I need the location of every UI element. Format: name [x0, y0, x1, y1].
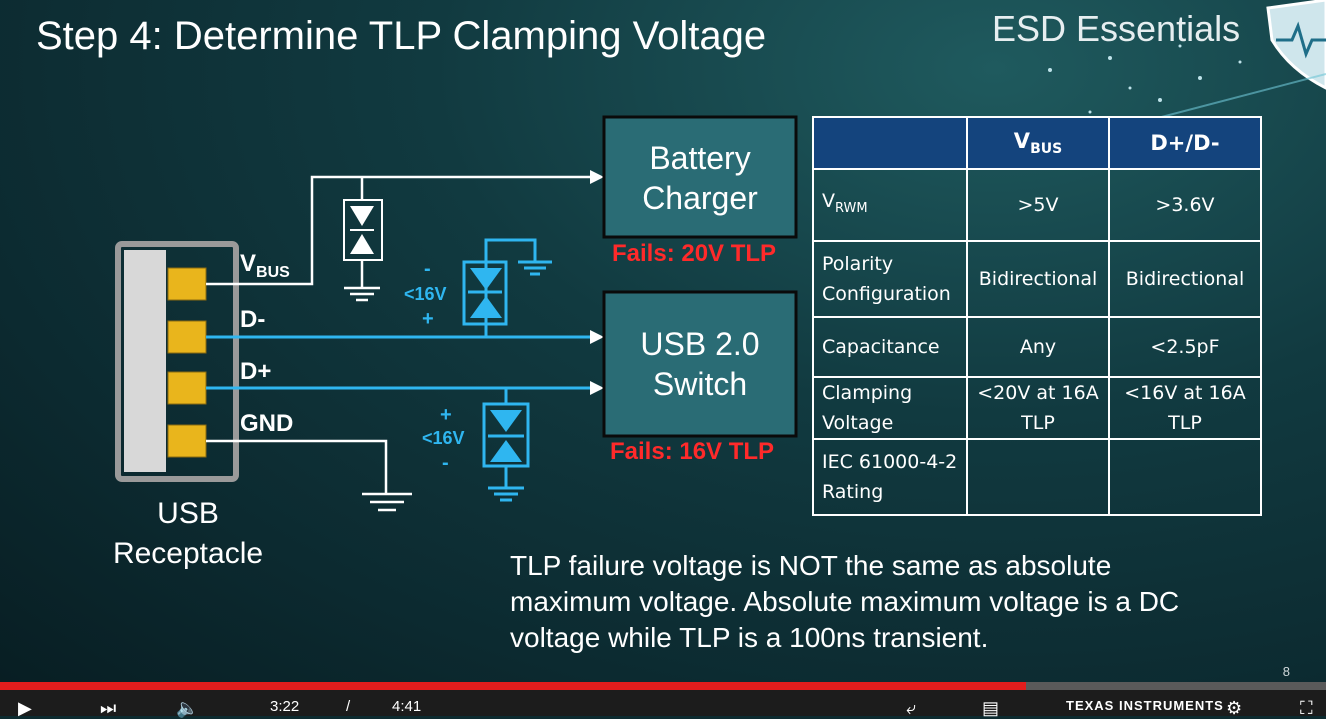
vbus-iec-cell [966, 438, 1110, 516]
next-icon[interactable]: ⏭ [100, 698, 117, 718]
usb-receptacle-label: USB Receptacle [112, 497, 264, 570]
battery-charger-block [602, 115, 798, 239]
pin-vbus [167, 267, 207, 301]
pin-dplus [167, 371, 207, 405]
brand-title: ESD Essentials [992, 8, 1241, 49]
vbus-line [206, 175, 600, 286]
data-polarity-cell: Bidirectional [1108, 240, 1262, 318]
header-vbus-cell: VBUS [966, 116, 1110, 170]
tvs2-plus-label: + [440, 404, 452, 426]
usb-switch-label: USB 2.0 Switch [640, 326, 760, 402]
vbus-ground-icon [344, 286, 380, 302]
switch-fail-label: Fails: 16V TLP [610, 438, 775, 465]
usb-switch-block [602, 290, 798, 438]
vbus-polarity-cell: Bidirectional [966, 240, 1110, 318]
slide-number: 8 [1282, 664, 1290, 679]
video-player-controls: ▶ ⏭ 🔈 3:22 / 4:41 ⤶ ▤ TEXAS INSTRUMENTS … [0, 682, 1326, 718]
duration: 4:41 [392, 698, 422, 715]
circuit-diagram [115, 0, 1326, 512]
play-icon[interactable]: ▶ [18, 698, 32, 718]
table-row: Capacitance Any <2.5pF [812, 316, 1262, 378]
pin-dminus-label: D- [240, 306, 266, 333]
vbus-capacitance-cell: Any [966, 316, 1110, 378]
table-header-row: VBUS D+/D- [812, 116, 1262, 170]
settings-gear-icon[interactable]: ⚙ [1226, 698, 1243, 718]
tvs1-voltage-label: <16V [404, 284, 447, 304]
background-sparkles [1048, 44, 1242, 114]
gnd-line [206, 439, 388, 494]
tvs2-voltage-label: <16V [422, 428, 465, 448]
tvs2-minus-label: - [442, 452, 449, 474]
vbus-arrow [590, 170, 604, 184]
usb-pins [167, 267, 207, 458]
pin-gnd [167, 424, 207, 458]
current-time: 3:22 [270, 698, 300, 715]
volume-icon[interactable]: 🔈 [176, 698, 199, 718]
battery-fail-label: Fails: 20V TLP [612, 240, 777, 267]
main-ground-icon [362, 492, 412, 512]
battery-charger-label: Battery Charger [642, 140, 758, 216]
pin-vbus-label: VBUS [240, 250, 290, 281]
slide-title: Step 4: Determine TLP Clamping Voltage [36, 14, 767, 58]
shield-logo-icon [1266, 0, 1326, 90]
header-empty-cell [812, 116, 968, 170]
sponsor-logo: TEXAS INSTRUMENTS [1066, 698, 1224, 713]
share-icon[interactable]: ⤶ [906, 698, 917, 718]
pin-dminus [167, 320, 207, 354]
sparkle-streak [1149, 73, 1326, 121]
header-data-cell: D+/D- [1108, 116, 1262, 170]
data-iec-cell [1108, 438, 1262, 516]
progress-bar-fill [0, 682, 1027, 690]
progress-bar[interactable] [0, 682, 1326, 690]
table-row: VRWM >5V >3.6V [812, 168, 1262, 242]
tlp-note: TLP failure voltage is NOT the same as a… [510, 550, 1180, 653]
tvs1-plus-label: + [422, 308, 434, 330]
dplus-tvs-diode [482, 388, 530, 488]
dplus-tvs-ground-icon [488, 486, 524, 502]
slide: Step 4: Determine TLP Clamping Voltage E… [0, 0, 1326, 682]
tvs1-minus-label: - [424, 258, 431, 280]
usb-receptacle-tongue [124, 250, 166, 472]
time-separator: / [346, 698, 351, 715]
row-label-vrwm: VRWM [812, 168, 968, 242]
fullscreen-icon[interactable]: ⛶ [1300, 698, 1313, 718]
row-label-capacitance: Capacitance [812, 316, 968, 378]
data-vrwm-cell: >3.6V [1108, 168, 1262, 242]
data-capacitance-cell: <2.5pF [1108, 316, 1262, 378]
usb-receptacle-frame [115, 241, 239, 482]
pin-gnd-label: GND [240, 410, 294, 437]
dminus-tvs-diode [462, 238, 537, 337]
captions-icon[interactable]: ▤ [982, 698, 1000, 718]
dminus-tvs-ground-icon [518, 260, 552, 276]
pin-dplus-label: D+ [240, 358, 272, 385]
vbus-vrwm-cell: >5V [966, 168, 1110, 242]
